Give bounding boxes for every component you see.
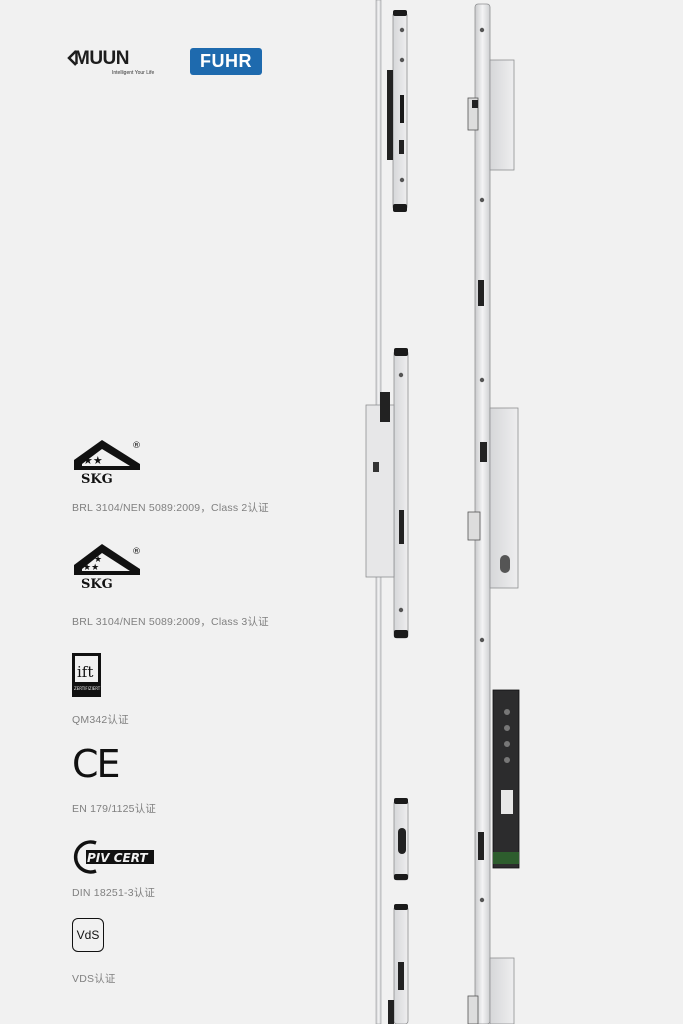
svg-text:★: ★ [94,555,102,565]
muun-brand-name: MUUN [74,48,130,69]
svg-text:★★: ★★ [83,563,99,573]
muun-tagline: Intelligent Your Life [112,70,155,76]
fuhr-logo: FUHR [190,48,262,75]
svg-text:ZERTIFIZIERT: ZERTIFIZIERT [74,686,101,691]
skg-house-icon: ★ ★★ ® SKG [74,544,141,592]
keeper-upper [387,10,408,212]
skg-2-mark: ★★ ® SKG [72,436,144,487]
multipoint-lock-illustration [365,0,520,1024]
skg-3-mark: ★ ★★ ® SKG [72,540,144,592]
svg-text:SKG: SKG [81,577,113,590]
ce-caption: EN 179/1125认证 [72,803,157,815]
svg-text:PIV CERT: PIV CERT [87,851,148,865]
faceplate-right [467,3,520,1024]
ift-mark: ift ZERTIFIZIERT [72,653,102,697]
svg-text:®: ® [132,441,141,451]
ift-caption: QM342认证 [72,714,129,726]
ift-logo-icon: ift ZERTIFIZIERT [72,653,101,697]
svg-text:★★: ★★ [83,454,103,467]
skg-house-icon: ★★ ® SKG [74,440,141,487]
muun-logo: MUUN Intelligent Your Life [66,48,166,80]
skg-2-caption: BRL 3104/NEN 5089:2009，Class 2认证 [72,502,269,514]
muun-chevron-icon [67,50,77,66]
fuhr-brand-name: FUHR [200,51,252,71]
vds-mark: VdS [72,918,104,952]
piv-caption: DIN 18251-3认证 [72,887,156,899]
skg-3-caption: BRL 3104/NEN 5089:2009，Class 3认证 [72,616,269,628]
keeper-lower [388,798,409,1024]
svg-text:SKG: SKG [81,472,113,484]
vds-caption: VDS认证 [72,973,116,985]
lock-case-left [365,348,409,639]
piv-cert-mark: PIV CERT [72,838,156,876]
svg-text:®: ® [132,547,141,557]
ce-mark: CE [72,742,121,786]
svg-text:ift: ift [77,663,93,681]
piv-cert-logo-icon: PIV CERT [73,840,154,874]
